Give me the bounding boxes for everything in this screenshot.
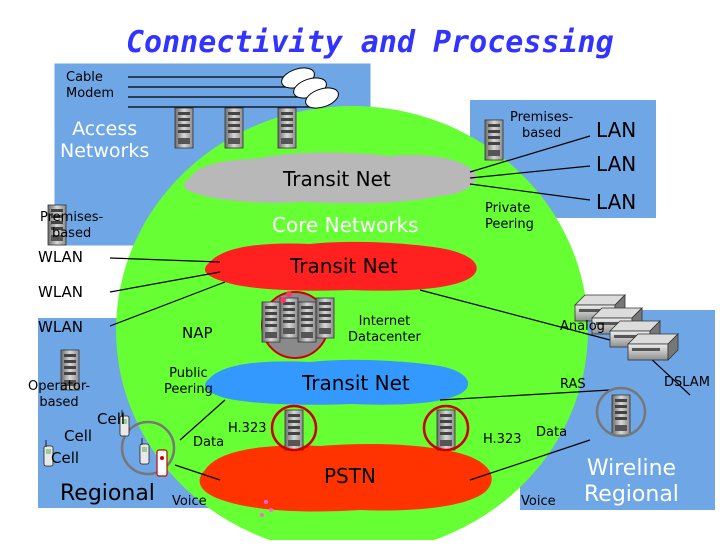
access-networks-label: Access Networks — [60, 118, 150, 162]
h323-right-label: H.323 — [483, 432, 522, 447]
transit-net-low-label: Transit Net — [302, 371, 410, 395]
operator-based-label: Operator- based — [28, 379, 91, 410]
h323-left-label: H.323 — [228, 421, 267, 436]
wlan-label-2: WLAN — [38, 283, 84, 301]
transit-net-mid-cloud — [205, 241, 477, 291]
internet-datacenter-label: Internet Datacenter — [348, 314, 421, 345]
lan-label-2: LAN — [596, 152, 637, 176]
pstn-cloud — [199, 444, 492, 512]
wlan-label-1: WLAN — [38, 248, 84, 266]
nap-label: NAP — [182, 324, 213, 342]
pstn-label: PSTN — [324, 464, 376, 488]
core-network-circle — [116, 106, 588, 544]
dslam-label: DSLAM — [664, 375, 710, 390]
access-servers — [174, 107, 297, 149]
transit-net-low-cloud — [205, 359, 469, 405]
datacenter-cluster — [261, 291, 335, 359]
voice-phone-icon — [156, 449, 168, 477]
premises-left-label: Premises- based — [40, 210, 104, 241]
ras-label: RAS — [560, 377, 586, 392]
public-peering-label: Public Peering — [164, 366, 213, 397]
premises-right-label: Premises- based — [510, 110, 574, 141]
wlan-label-3: WLAN — [38, 318, 84, 336]
regional-label: Regional — [60, 481, 155, 506]
connection-lines — [109, 135, 691, 481]
wireline-regional-label: Wireline Regional — [584, 456, 679, 508]
core-networks-label: Core Networks — [272, 213, 419, 237]
voice-right-label: Voice — [521, 494, 556, 509]
transit-net-top-cloud — [183, 152, 476, 204]
data-left-label: Data — [193, 435, 225, 450]
transit-net-top-label: Transit Net — [283, 167, 391, 191]
cable-lines — [128, 76, 320, 108]
cell-label-3: Cell — [51, 449, 80, 467]
transit-net-mid-label: Transit Net — [290, 254, 398, 278]
lan-label-1: LAN — [596, 118, 637, 142]
cable-modem-icons — [281, 67, 339, 109]
page-title: Connectivity and Processing — [126, 25, 614, 60]
voice-left-label: Voice — [172, 494, 207, 509]
pink-dots — [260, 500, 273, 517]
cell-label-1: Cell — [97, 410, 126, 428]
cell-label-2: Cell — [64, 427, 93, 445]
lan-label-3: LAN — [596, 190, 637, 214]
analog-label: Analog — [560, 319, 605, 334]
highlight-circles — [120, 386, 647, 476]
private-peering-label: Private Peering — [485, 201, 534, 232]
data-right-label: Data — [536, 425, 568, 440]
cable-modem-label: Cable Modem — [66, 70, 115, 101]
